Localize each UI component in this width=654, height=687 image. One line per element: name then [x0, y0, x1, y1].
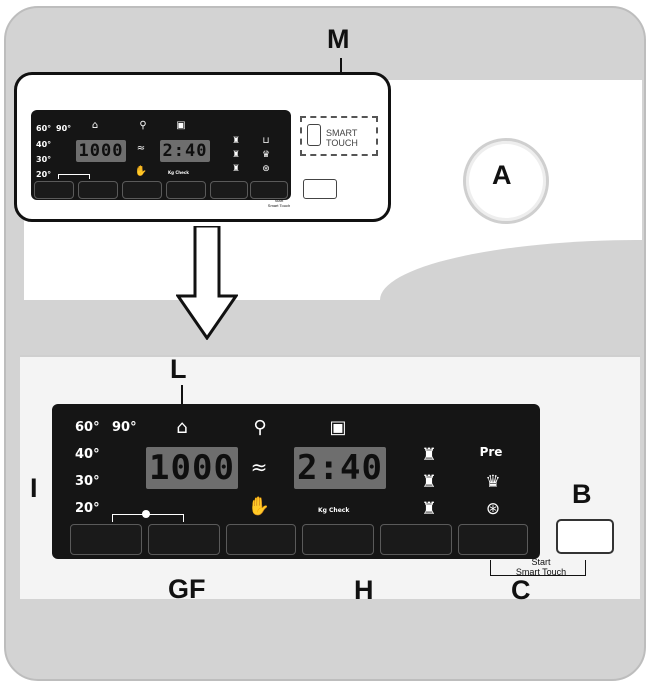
delay-button[interactable]	[226, 524, 296, 555]
extra-options-button[interactable]	[458, 524, 528, 555]
small-button-1[interactable]	[34, 181, 74, 199]
shirt-icon: ♜	[421, 472, 437, 492]
small-time-readout: 2:40	[160, 140, 210, 162]
small-button-6[interactable]	[250, 181, 288, 199]
small-temp-40: 40°	[36, 140, 52, 149]
intensive-icon: ♛	[261, 150, 271, 160]
callout-l: L	[170, 354, 187, 384]
callout-a: A	[492, 160, 512, 190]
weight-icon: ▣	[329, 417, 347, 438]
small-temp-20: 20°	[36, 170, 52, 179]
kg-check-label: Kg Check	[318, 507, 350, 514]
small-kg-check: Kg Check	[168, 170, 189, 175]
smart-touch-badge	[300, 116, 378, 156]
temp-60: 60°	[75, 420, 100, 435]
hand-icon: ✋	[134, 166, 148, 177]
callout-m: M	[327, 24, 350, 54]
options-button[interactable]	[380, 524, 452, 555]
program-knob[interactable]	[463, 138, 549, 224]
callout-gf: GF	[168, 574, 206, 604]
shirt-icon: ♜	[231, 136, 241, 146]
spin-icon: ⊛	[485, 499, 501, 519]
shirt-icon: ♜	[231, 164, 241, 174]
lock-icon: ⌂	[91, 120, 99, 131]
shirt-icon: ♜	[421, 445, 437, 465]
wrench-icon: ⚲	[139, 120, 147, 131]
phone-icon	[307, 124, 321, 146]
small-button-5[interactable]	[210, 181, 248, 199]
callout-b: B	[572, 479, 592, 509]
kg-check-button[interactable]	[302, 524, 374, 555]
time-readout: 2:40	[294, 447, 386, 489]
small-temp-30: 30°	[36, 155, 52, 164]
temp-20: 20°	[75, 501, 100, 516]
small-bracket	[58, 174, 90, 179]
down-arrow-icon	[176, 226, 238, 340]
wifi-icon: ≈	[136, 143, 146, 154]
small-button-2[interactable]	[78, 181, 118, 199]
small-speed-readout: 1000	[76, 140, 126, 162]
small-temp-60: 60°	[36, 124, 52, 133]
wifi-icon: ≈	[250, 455, 268, 479]
lock-icon: ⌂	[176, 417, 188, 438]
callout-c: C	[511, 575, 531, 605]
wrench-icon: ⚲	[253, 417, 267, 438]
temperature-button[interactable]	[70, 524, 142, 555]
small-button-3[interactable]	[122, 181, 162, 199]
shirt-icon: ♜	[421, 499, 437, 519]
start-pause-button[interactable]	[556, 519, 614, 554]
start-bracket	[490, 560, 586, 576]
prewash-icon: ⊔	[262, 136, 270, 146]
temp-40: 40°	[75, 447, 100, 462]
callout-i: I	[30, 473, 38, 503]
small-temp-90: 90°	[56, 124, 72, 133]
small-button-4[interactable]	[166, 181, 206, 199]
speed-readout: 1000	[146, 447, 238, 489]
hand-icon: ✋	[247, 496, 271, 517]
prewash-icon: Pre	[479, 445, 503, 459]
temp-90: 90°	[112, 420, 137, 435]
option-bracket-dot	[142, 510, 150, 518]
small-start-button[interactable]	[303, 179, 337, 199]
weight-icon: ▣	[176, 120, 186, 131]
callout-h: H	[354, 575, 374, 605]
spin-speed-button[interactable]	[148, 524, 220, 555]
callout-l-leader	[181, 385, 183, 411]
temp-30: 30°	[75, 474, 100, 489]
spin-icon: ⊛	[262, 164, 270, 174]
intensive-icon: ♛	[485, 472, 501, 492]
shirt-icon: ♜	[231, 150, 241, 160]
